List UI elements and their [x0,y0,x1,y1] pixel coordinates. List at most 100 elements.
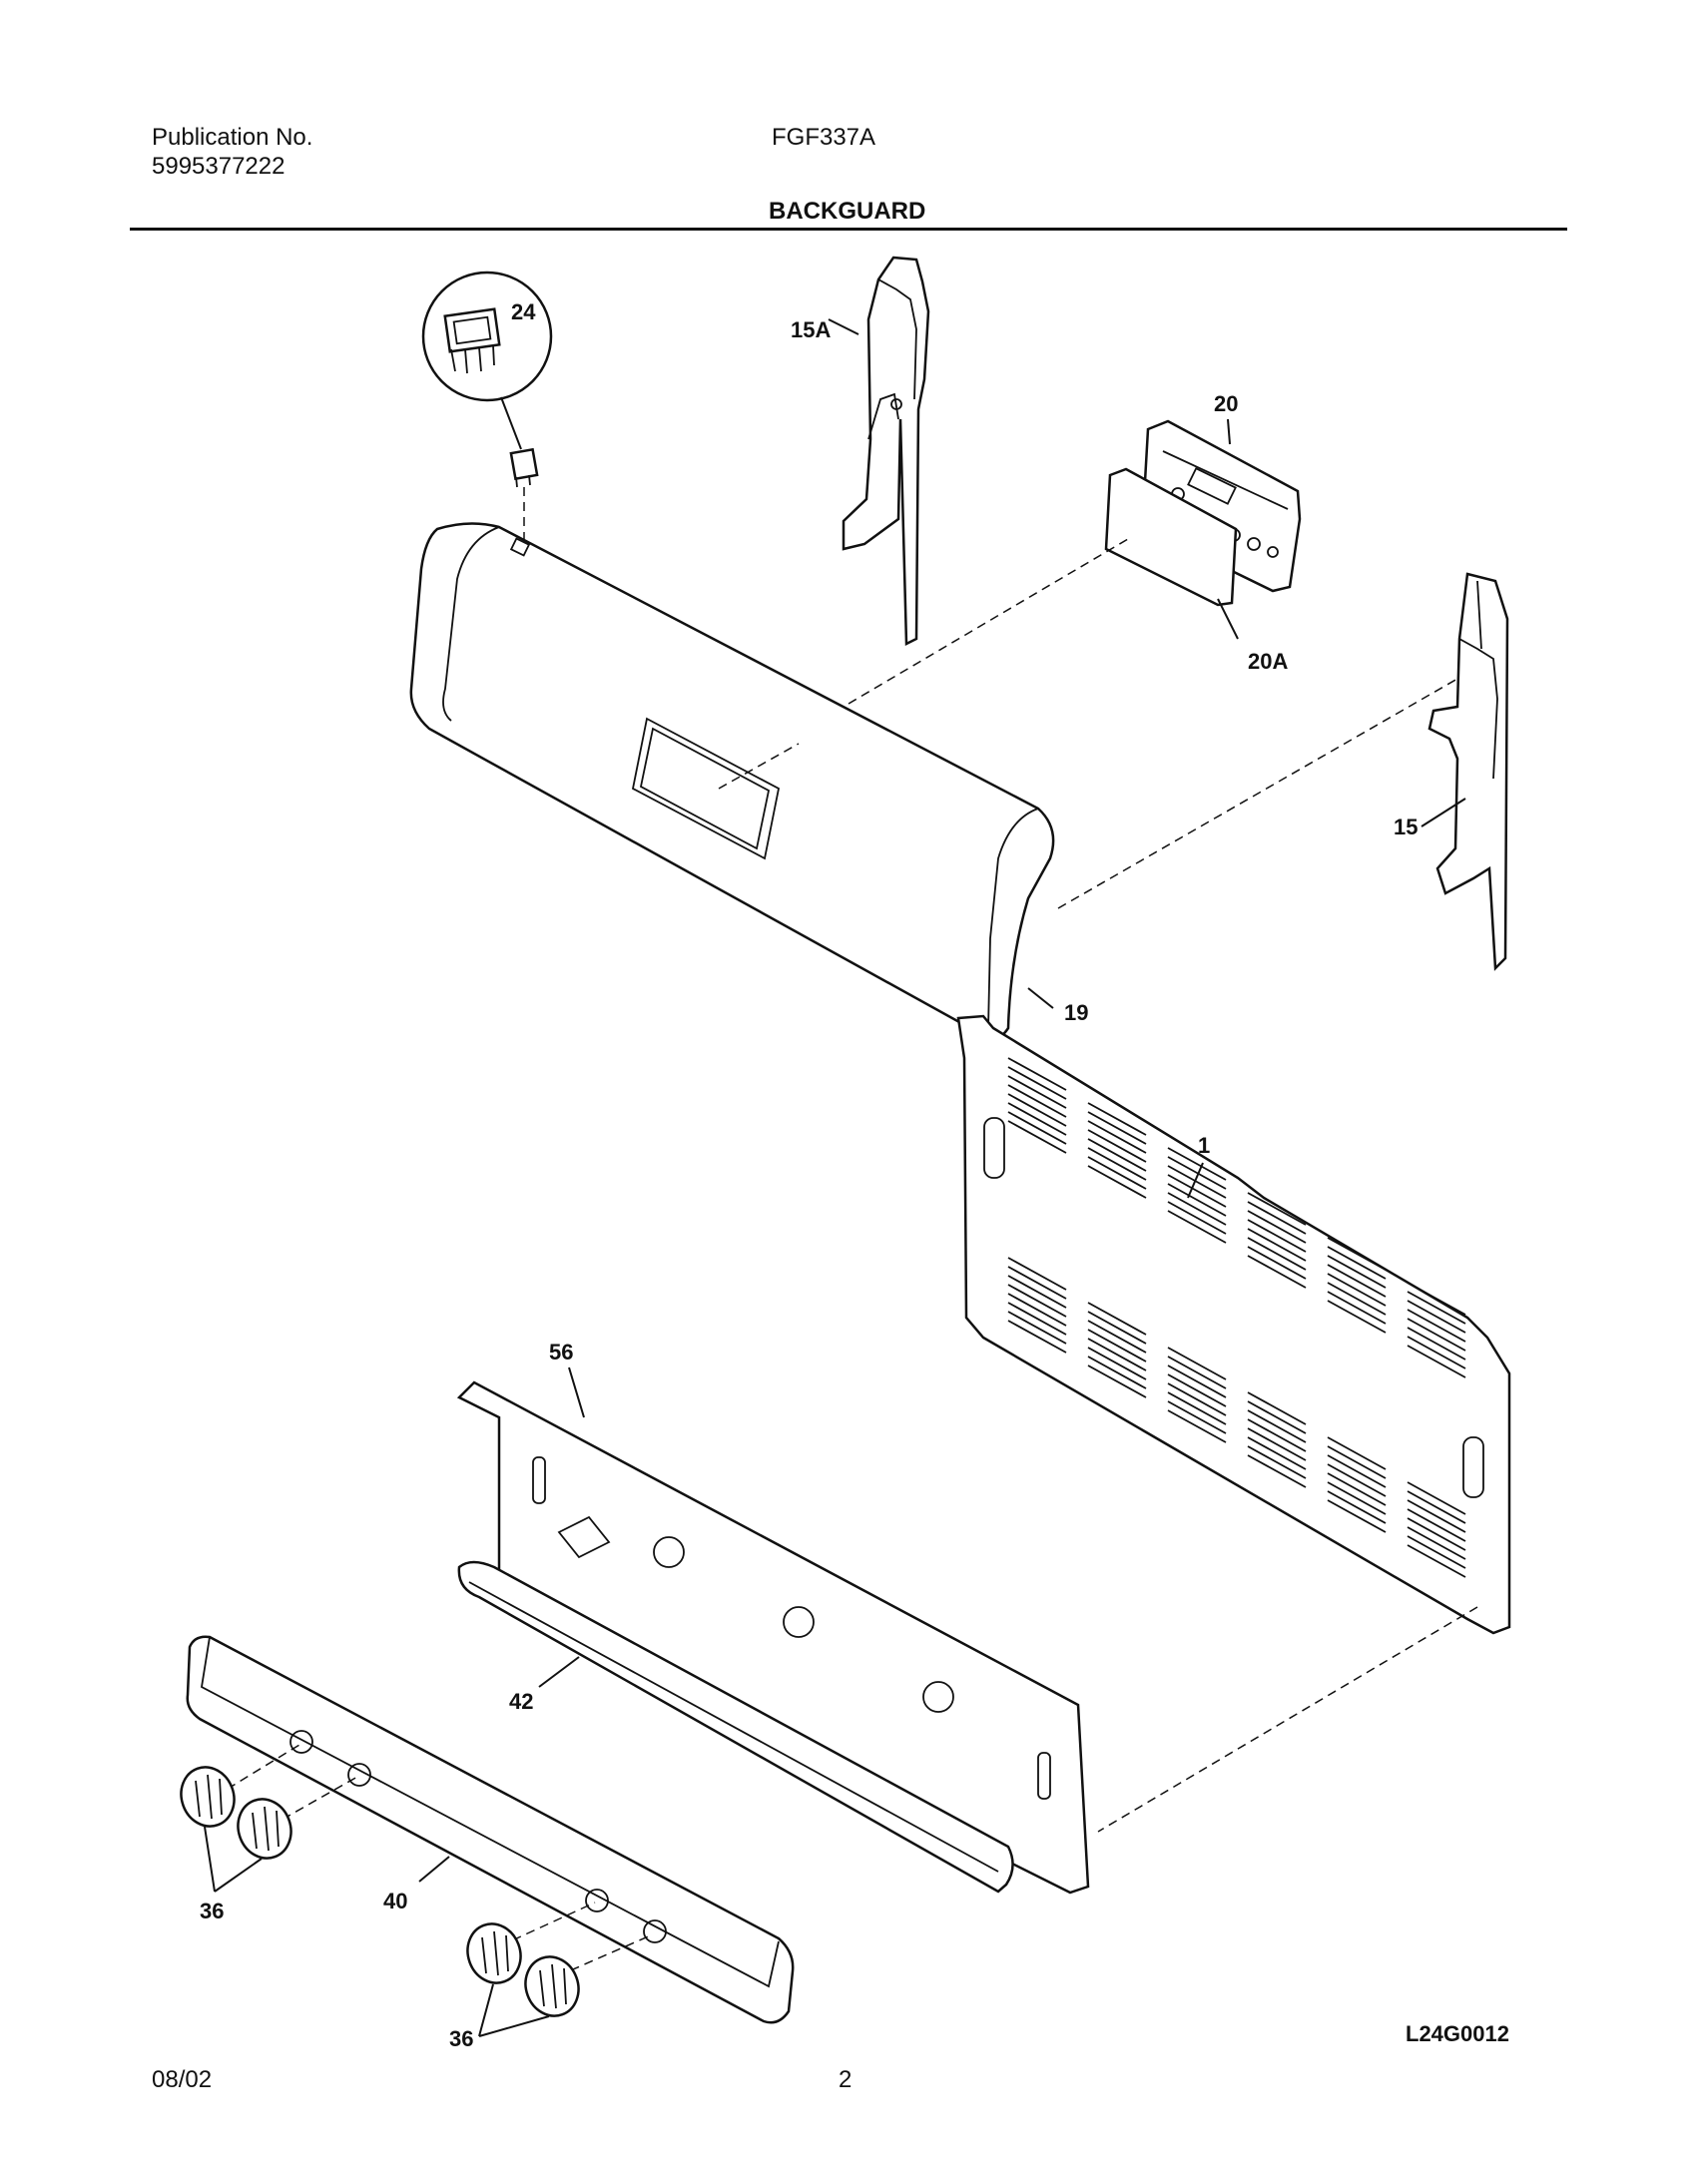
label-part-36-left: 36 [200,1899,224,1923]
vent-slot [1007,1293,1067,1327]
label-part-19: 19 [1064,1000,1088,1025]
part-15a-bracket [842,256,930,646]
vent-slot [1007,1320,1067,1354]
vent-slot [1167,1165,1227,1199]
vent-slot [1247,1400,1307,1434]
vent-slot [1087,1356,1147,1389]
publication-number: 5995377222 [152,153,285,180]
vent-slot [1167,1174,1227,1208]
vent-slot [1167,1201,1227,1235]
vent-slot [1007,1102,1067,1136]
vent-slot [1167,1156,1227,1190]
vent-slot [1007,1093,1067,1127]
vent-slot [1007,1066,1067,1100]
vent-slot [1327,1445,1387,1479]
vent-slot [1167,1382,1227,1416]
vent-slot [1087,1165,1147,1199]
vent-slot [1167,1400,1227,1434]
vent-slot [1007,1311,1067,1345]
vent-slot [1087,1329,1147,1363]
vent-slot [1087,1364,1147,1398]
vent-slot [1327,1463,1387,1497]
vent-slot [1087,1111,1147,1145]
vent-slot [1247,1418,1307,1452]
vent-slot [1247,1255,1307,1289]
vent-slot [1007,1257,1067,1291]
vent-slot [1407,1535,1466,1569]
vent-slot [1167,1192,1227,1226]
label-part-24: 24 [511,299,536,324]
vent-slot [1087,1147,1147,1181]
vent-slot [1087,1120,1147,1154]
vent-slot [1087,1302,1147,1336]
vent-slot [1167,1183,1227,1217]
vent-slot [1247,1445,1307,1479]
vent-slot [1407,1327,1466,1361]
vent-slot [1327,1237,1387,1271]
vent-slot [1407,1490,1466,1524]
vent-slot [1327,1273,1387,1307]
header-rule [130,228,1567,231]
label-part-15a: 15A [791,317,831,342]
vent-slot [1007,1275,1067,1309]
vent-slot [1407,1282,1466,1316]
vent-slot [1007,1084,1067,1118]
vent-slot [1407,1508,1466,1542]
vent-slot [1407,1291,1466,1325]
part-40-control-panel [186,1635,795,2024]
vent-slot [1087,1156,1147,1190]
label-part-15: 15 [1394,815,1418,839]
label-part-40: 40 [383,1889,407,1913]
vent-slot [1327,1291,1387,1325]
vent-slot [1327,1264,1387,1298]
vent-slot [1087,1338,1147,1371]
vent-slot [1327,1436,1387,1470]
vent-slot [1407,1309,1466,1343]
part-24-switch [421,271,553,539]
vent-slot [1327,1300,1387,1334]
vent-slot [1407,1336,1466,1369]
section-title: BACKGUARD [769,198,926,225]
vent-slot [1327,1454,1387,1488]
vent-slot [1007,1120,1067,1154]
vent-slot [1327,1490,1387,1524]
vent-slot [1167,1347,1227,1380]
vent-slot [1247,1210,1307,1244]
vent-slot [1087,1129,1147,1163]
vent-slot [1407,1481,1466,1515]
footer-page-number: 2 [839,2066,853,2093]
vent-slot [1407,1544,1466,1578]
vent-slot [1327,1481,1387,1515]
vent-slot [1007,1075,1067,1109]
model-number: FGF337A [772,124,876,151]
vent-slot [1327,1282,1387,1316]
vent-slot [1087,1138,1147,1172]
vent-slot [1407,1526,1466,1560]
vent-slot [1167,1356,1227,1389]
label-part-1: 1 [1198,1133,1210,1158]
vent-slot [1327,1246,1387,1280]
vent-slot [1407,1318,1466,1352]
part-1-vented-panel [956,1014,1511,1635]
vent-slot [1247,1201,1307,1235]
footer-date: 08/02 [152,2066,213,2093]
vent-slot [1327,1255,1387,1289]
vent-slot [1247,1436,1307,1470]
vent-slot [1247,1427,1307,1461]
vent-slot [1007,1266,1067,1300]
diagram-code: L24G0012 [1406,2021,1509,2046]
vent-slot [1087,1347,1147,1380]
vent-slot [1167,1391,1227,1425]
vent-slot [1247,1192,1307,1226]
label-part-20: 20 [1214,391,1238,416]
vent-slot [1407,1517,1466,1551]
vent-slot [1007,1302,1067,1336]
part-42-trim-strip [457,1560,1014,1894]
vent-slot [1407,1300,1466,1334]
vent-slot [1087,1311,1147,1345]
vent-slots [1007,1057,1466,1578]
vent-slot [1087,1102,1147,1136]
vent-slot [1167,1409,1227,1443]
label-part-36-right: 36 [449,2026,473,2051]
vent-slot [1407,1499,1466,1533]
